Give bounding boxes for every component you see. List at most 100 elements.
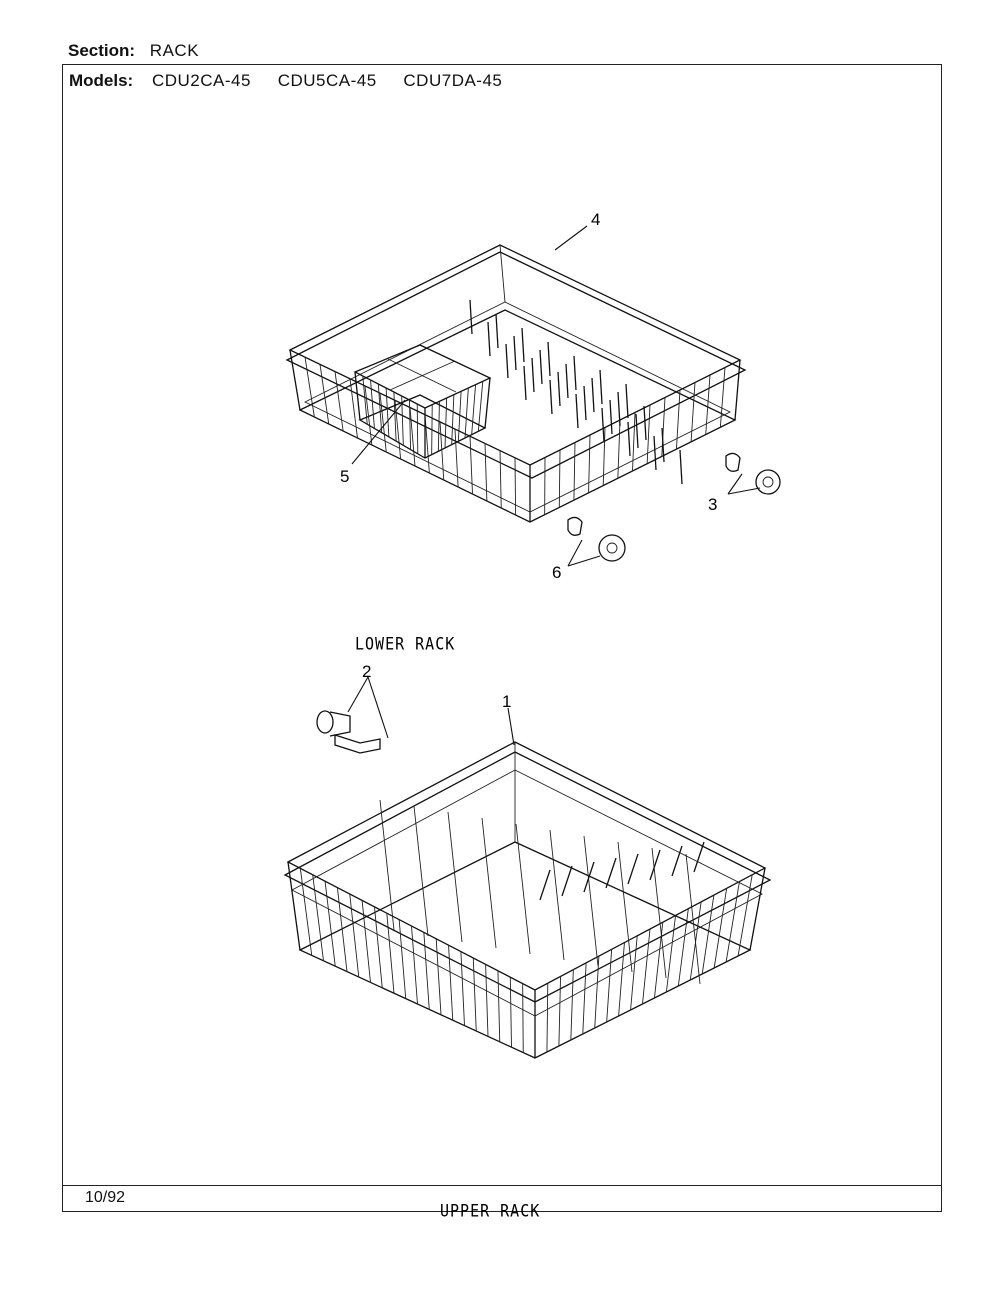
rack-wire <box>484 443 488 502</box>
rack-wire <box>362 375 368 425</box>
rack-wire <box>675 389 681 450</box>
rack-wire <box>558 976 562 1047</box>
rack-wire <box>582 962 587 1035</box>
rack-wire <box>485 964 489 1037</box>
rack-wire <box>601 407 605 443</box>
section-value: RACK <box>149 41 200 60</box>
rack-wire <box>685 853 701 985</box>
rack-wire <box>522 983 524 1053</box>
models-row: Models: CDU2CA-45 CDU5CA-45 CDU7DA-45 <box>69 71 524 91</box>
rack-wire <box>671 845 683 877</box>
rack-wire <box>361 900 371 983</box>
rack-wire <box>334 371 344 432</box>
rack-wire <box>299 868 313 956</box>
rack-wire <box>599 369 603 405</box>
rack-wire <box>642 928 651 1005</box>
rack-wire <box>575 393 579 429</box>
silverware-basket <box>353 344 492 459</box>
rack-wire <box>549 829 565 961</box>
rack-wire <box>505 343 509 379</box>
rack-wire <box>573 355 577 391</box>
rack-wire <box>481 817 497 949</box>
rack-wire <box>444 397 448 449</box>
rack-wire <box>364 385 373 446</box>
rack-wire <box>565 363 569 399</box>
rack-wire <box>570 969 574 1041</box>
rack-wire <box>521 327 525 363</box>
footer-divider <box>63 1185 941 1186</box>
rack-wire <box>386 913 395 994</box>
model-number: CDU7DA-45 <box>403 71 503 90</box>
rack-wire <box>374 906 383 988</box>
rack-wire <box>632 412 636 472</box>
rack-wire <box>646 404 651 464</box>
rack-wire <box>713 888 728 969</box>
callout-1: 1 <box>502 692 511 711</box>
rack-wire <box>701 895 715 975</box>
lower-rack-title: LOWER RACK <box>355 634 455 654</box>
rack-wire <box>515 823 531 955</box>
rack-wire <box>635 413 639 449</box>
rack-wire <box>677 908 689 987</box>
rack-wire <box>377 383 383 433</box>
rack-wire <box>605 857 617 889</box>
diagram-sheet: Models: CDU2CA-45 CDU5CA-45 CDU7DA-45 10… <box>62 64 942 1212</box>
rack-wire <box>451 394 455 445</box>
section-label: Section: <box>68 41 136 60</box>
rack-wire <box>594 956 600 1029</box>
rack-wire <box>408 399 412 450</box>
callout-4: 4 <box>591 210 600 229</box>
rack-wire <box>617 841 633 973</box>
rack-wire <box>324 881 336 967</box>
rack-wire <box>349 893 360 978</box>
rack-wire <box>583 835 599 967</box>
rack-wire <box>547 341 551 377</box>
rack-wire <box>497 970 501 1042</box>
rack-wire <box>583 861 595 893</box>
rack-wire <box>627 421 631 457</box>
rack-wire <box>398 919 407 999</box>
rack-wire <box>591 377 595 413</box>
rack-wire <box>495 313 499 349</box>
callout-6: 6 <box>552 563 561 582</box>
rack-wire <box>349 378 358 439</box>
rack-wire <box>653 435 657 471</box>
rack-wire <box>460 951 465 1026</box>
rack-wire <box>523 365 527 401</box>
rack-wire <box>602 427 606 486</box>
rack-wire <box>617 419 621 479</box>
rack-wire <box>469 436 473 495</box>
rack-wire <box>573 442 576 501</box>
rack-wire <box>606 949 613 1023</box>
rack-wire <box>319 364 330 425</box>
rack-wire <box>487 321 491 357</box>
rack-wire <box>379 393 387 453</box>
rack-wire <box>557 371 561 407</box>
models-label: Models: <box>69 71 134 90</box>
upper-rack-title: UPPER RACK <box>440 1201 540 1221</box>
rack-wire <box>651 847 667 979</box>
rack-wire <box>693 841 705 873</box>
rack-roller-part-6 <box>567 516 626 567</box>
rack-wire <box>457 391 462 442</box>
rack-wire <box>643 405 647 441</box>
rack-wire <box>561 865 573 897</box>
rack-wire <box>549 379 553 415</box>
rack-wire <box>469 299 473 335</box>
rack-wire <box>513 335 517 371</box>
rack-wire <box>546 983 549 1053</box>
leader-line <box>507 707 515 746</box>
rack-wire <box>447 811 463 943</box>
rack-wire <box>370 379 375 429</box>
rack-wire <box>583 385 587 421</box>
rack-wire <box>558 449 561 508</box>
rack-wire <box>424 414 430 474</box>
rack-wire <box>627 853 639 885</box>
rack-wire <box>312 874 324 961</box>
rack-wire <box>379 799 395 931</box>
rack-wire <box>448 945 454 1021</box>
rack-wire <box>416 403 419 454</box>
rack-wire <box>509 977 512 1048</box>
upper-rack-drawing <box>283 676 772 1059</box>
